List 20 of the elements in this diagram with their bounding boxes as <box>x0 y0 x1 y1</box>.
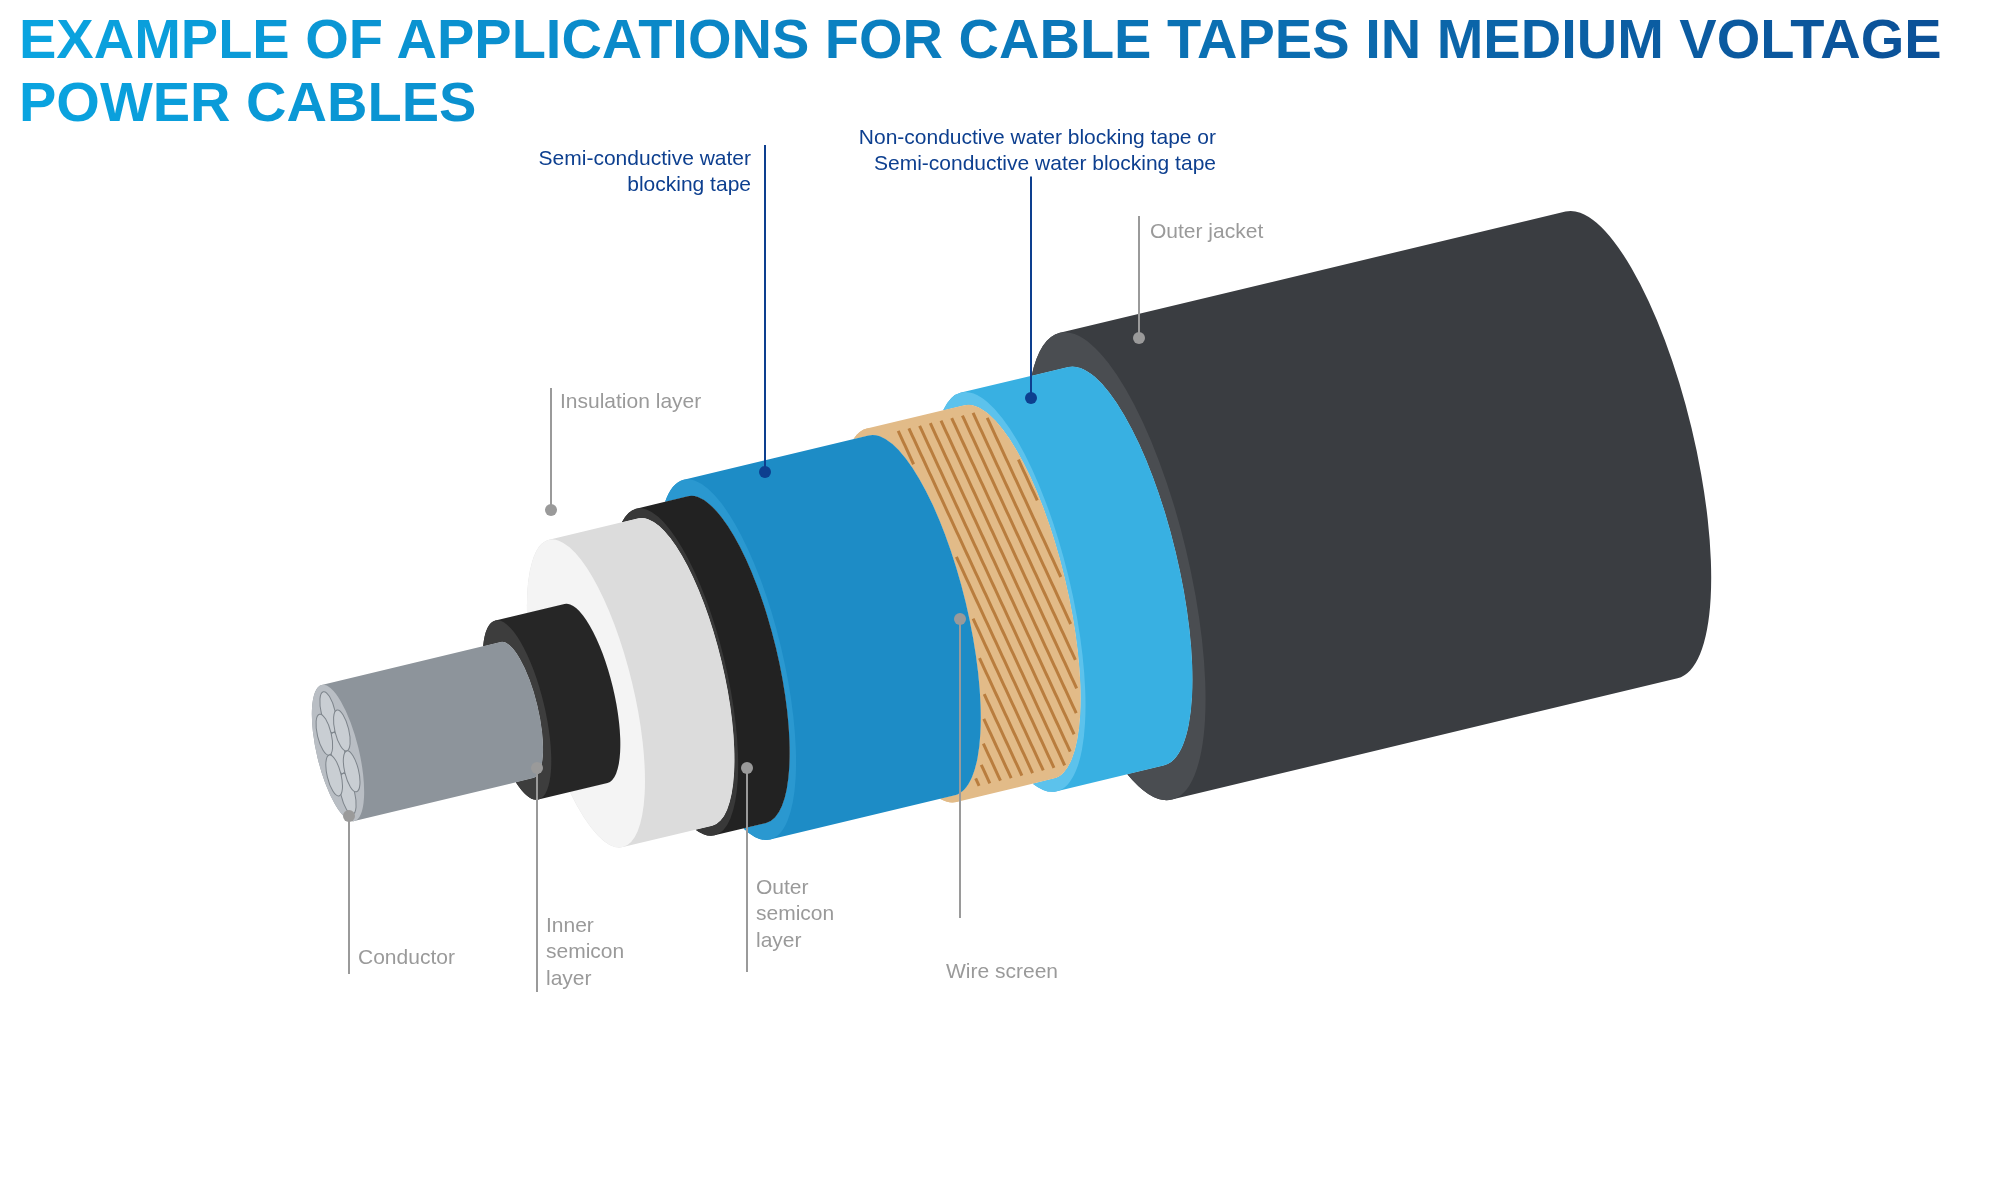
leader-line <box>1133 215 1145 344</box>
callout-label: Conductor <box>358 944 456 970</box>
callout-label: Semi-conductive water blocking tape <box>537 145 751 198</box>
cable-layer <box>311 641 544 822</box>
cable-layer <box>665 435 981 840</box>
leader-line <box>531 762 543 993</box>
callout-label: Wire screen <box>946 958 1060 984</box>
callout-label: Inner semicon layer <box>546 912 626 991</box>
leader-line <box>741 762 753 973</box>
leader-line <box>343 810 355 975</box>
callout-label: Outer jacket <box>1150 218 1265 244</box>
leader-line <box>1025 175 1037 404</box>
cable-layer <box>1031 211 1712 801</box>
callout-label: Outer semicon layer <box>756 874 836 953</box>
leader-line <box>759 144 771 478</box>
cable-layer <box>621 496 790 836</box>
leader-line <box>545 387 557 516</box>
leader-line <box>954 613 966 919</box>
callout-label: Insulation layer <box>560 388 703 414</box>
cable-layer <box>943 366 1193 792</box>
